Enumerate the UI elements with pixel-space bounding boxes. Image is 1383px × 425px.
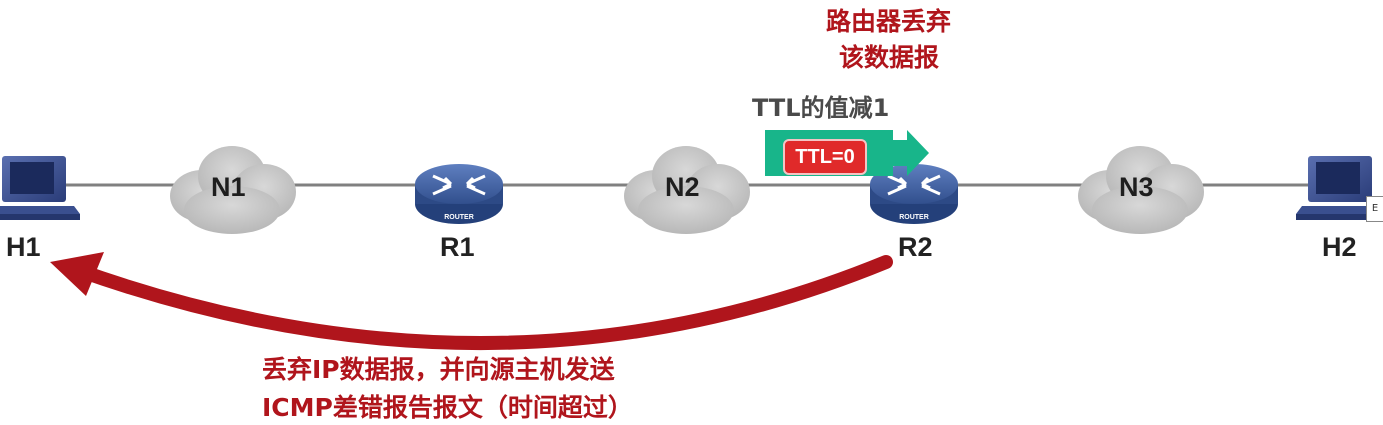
cloud-n1-icon xyxy=(170,146,296,234)
router-r1-icon xyxy=(415,164,503,224)
icmp-label-line1: 丢弃IP数据报，并向源主机发送 xyxy=(262,355,615,384)
network-n2-label: N2 xyxy=(665,172,700,202)
host-h1-label: H1 xyxy=(6,232,41,262)
discard-label-line1: 路由器丢弃 xyxy=(826,7,952,36)
icmp-return-arrow xyxy=(71,255,893,350)
cloud-n3-icon xyxy=(1078,146,1204,234)
host-h2-icon xyxy=(1296,156,1383,220)
edge-tag: E xyxy=(1366,196,1383,222)
router-r2-badge: ROUTER xyxy=(899,214,929,221)
router-r2-label: R2 xyxy=(898,232,933,262)
network-n3-label: N3 xyxy=(1119,172,1154,202)
network-n1-label: N1 xyxy=(211,172,246,202)
ttl-value-badge: TTL=0 xyxy=(783,139,867,175)
host-h2-label: H2 xyxy=(1322,232,1357,262)
router-r2-icon xyxy=(870,164,958,224)
packet-arrow-icon xyxy=(893,130,929,176)
icmp-return-arrowhead xyxy=(50,252,104,296)
discard-label-line2: 该数据报 xyxy=(839,43,940,72)
router-r1-badge: ROUTER xyxy=(444,214,474,221)
cloud-n2-icon xyxy=(624,146,750,234)
icmp-label-line2: ICMP差错报告报文（时间超过） xyxy=(262,393,633,422)
host-h1-icon xyxy=(0,156,80,220)
ttl-decrement-label: TTL的值减1 xyxy=(752,94,890,122)
router-r1-label: R1 xyxy=(440,232,475,262)
